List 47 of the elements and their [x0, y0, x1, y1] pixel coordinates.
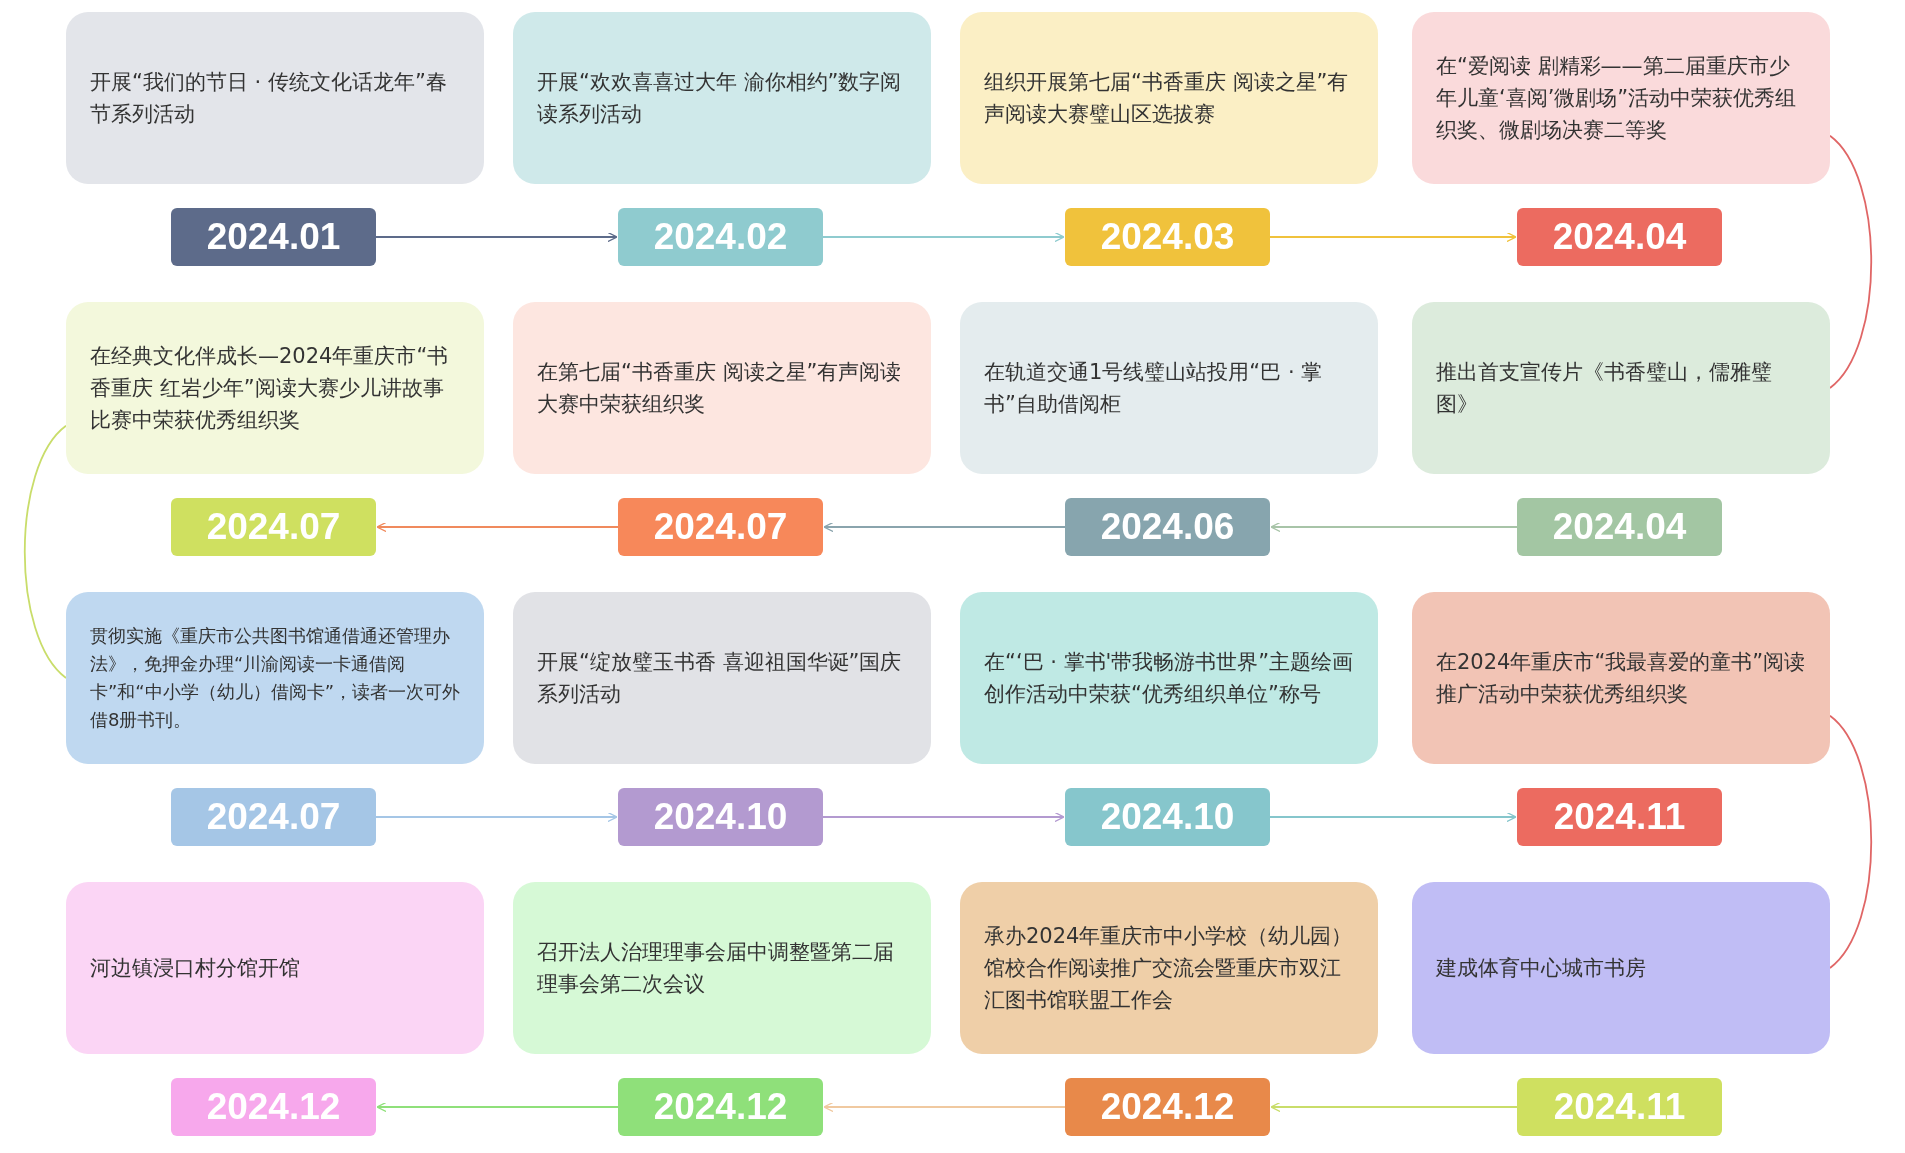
date-label: 2024.11: [1517, 788, 1722, 846]
date-label: 2024.12: [171, 1078, 376, 1136]
arrow: [375, 811, 618, 823]
arrow: [376, 1101, 619, 1113]
date-label: 2024.10: [1065, 788, 1270, 846]
event-card: 承办2024年重庆市中小学校（幼儿园）馆校合作阅读推广交流会暨重庆市双江汇图书馆联盟工作会: [960, 882, 1378, 1054]
event-card: 建成体育中心城市书房: [1412, 882, 1830, 1054]
date-label: 2024.06: [1065, 498, 1270, 556]
date-label: 2024.10: [618, 788, 823, 846]
date-label: 2024.07: [171, 498, 376, 556]
connector-curve: [23, 424, 67, 679]
event-card: 贯彻实施《重庆市公共图书馆通借通还管理办法》，免押金办理“川渝阅读一卡通借阅卡”和“中小学（幼儿）借阅卡”，读者一次可外借8册书刊。: [66, 592, 484, 764]
date-label: 2024.04: [1517, 208, 1722, 266]
connector-curve: [1829, 714, 1873, 969]
event-card: 河边镇浸口村分馆开馆: [66, 882, 484, 1054]
date-label: 2024.12: [618, 1078, 823, 1136]
event-card: 召开法人治理理事会届中调整暨第二届理事会第二次会议: [513, 882, 931, 1054]
event-card: 在第七届“书香重庆 阅读之星”有声阅读大赛中荣获组织奖: [513, 302, 931, 474]
arrow: [1269, 811, 1517, 823]
connector-curve: [1829, 134, 1873, 389]
event-card: 开展“欢欢喜喜过大年 渝你相约”数字阅读系列活动: [513, 12, 931, 184]
event-card: 在轨道交通1号线璧山站投用“巴 · 掌书”自助借阅柜: [960, 302, 1378, 474]
arrow: [1269, 231, 1517, 243]
date-label: 2024.07: [618, 498, 823, 556]
arrow: [823, 521, 1066, 533]
arrow: [1270, 1101, 1518, 1113]
event-card: 开展“绽放璧玉书香 喜迎祖国华诞”国庆系列活动: [513, 592, 931, 764]
event-card: 在“‘巴 · 掌书'带我畅游书世界”主题绘画创作活动中荣获“优秀组织单位”称号: [960, 592, 1378, 764]
arrow: [375, 231, 618, 243]
date-label: 2024.12: [1065, 1078, 1270, 1136]
date-label: 2024.03: [1065, 208, 1270, 266]
date-label: 2024.01: [171, 208, 376, 266]
date-label: 2024.07: [171, 788, 376, 846]
arrow: [822, 811, 1065, 823]
arrow: [822, 231, 1065, 243]
event-card: 在经典文化伴成长—2024年重庆市“书香重庆 红岩少年”阅读大赛少儿讲故事比赛中荣获优秀组织奖: [66, 302, 484, 474]
date-label: 2024.04: [1517, 498, 1722, 556]
arrow: [823, 1101, 1066, 1113]
date-label: 2024.02: [618, 208, 823, 266]
event-card: 在2024年重庆市“我最喜爱的童书”阅读推广活动中荣获优秀组织奖: [1412, 592, 1830, 764]
event-card: 组织开展第七届“书香重庆 阅读之星”有声阅读大赛璧山区选拔赛: [960, 12, 1378, 184]
arrow: [376, 521, 619, 533]
arrow: [1270, 521, 1518, 533]
event-card: 在“爱阅读 剧精彩——第二届重庆市少年儿童‘喜阅’微剧场”活动中荣获优秀组织奖、微剧场决赛二等奖: [1412, 12, 1830, 184]
date-label: 2024.11: [1517, 1078, 1722, 1136]
event-card: 推出首支宣传片《书香璧山，儒雅璧图》: [1412, 302, 1830, 474]
event-card: 开展“我们的节日 · 传统文化话龙年”春节系列活动: [66, 12, 484, 184]
